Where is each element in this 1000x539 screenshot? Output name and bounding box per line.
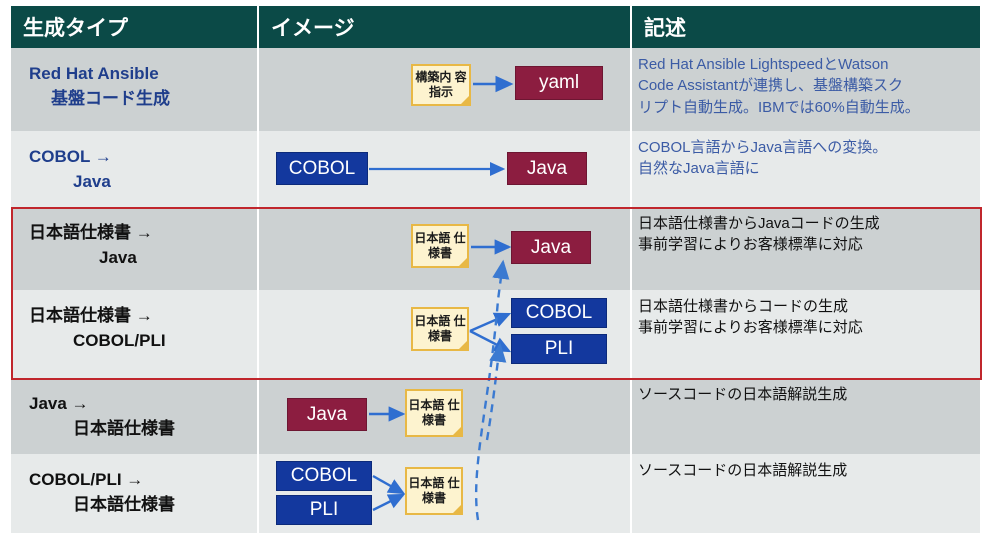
row-desc-cell: ソースコードの日本語解説生成 [632, 454, 980, 533]
box-java: Java [511, 231, 591, 264]
note-icon: 構築内 容指示 [411, 64, 471, 106]
row-type-line1: 日本語仕様書 → [29, 223, 153, 242]
row-desc-text: ソースコードの日本語解説生成 [638, 462, 848, 479]
row-type-label: Java → 日本語仕様書 [29, 392, 175, 441]
box-java: Java [507, 152, 587, 185]
row-type-line1: 日本語仕様書 → [29, 306, 153, 325]
row-type-label: Red Hat Ansible 基盤コード生成 [29, 62, 170, 111]
row-type-cell: COBOL → Java [11, 131, 259, 207]
table-header-row: 生成タイプ イメージ 記述 [11, 6, 980, 48]
row-type-line1: Red Hat Ansible [29, 64, 159, 83]
header-cell-image: イメージ [259, 6, 632, 48]
table-row: COBOL → Java COBOL Java COBOL言語からJava言語へ… [11, 131, 980, 207]
note-icon: 日本語 仕様書 [411, 224, 469, 268]
table-row: Red Hat Ansible 基盤コード生成 構築内 容指示 yaml Red… [11, 48, 980, 131]
box-yaml: yaml [515, 66, 603, 100]
row-desc-text: 日本語仕様書からコードの生成 事前学習によりお客様標準に対応 [638, 298, 863, 337]
box-java: Java [287, 398, 367, 431]
row-desc-text: Red Hat Ansible LightspeedとWatson Code A… [638, 56, 920, 116]
row-desc-cell: Red Hat Ansible LightspeedとWatson Code A… [632, 48, 980, 131]
header-cell-description: 記述 [644, 17, 686, 40]
row-desc-text: 日本語仕様書からJavaコードの生成 事前学習によりお客様標準に対応 [638, 215, 880, 254]
note-icon: 日本語 仕様書 [405, 389, 463, 437]
box-cobol: COBOL [276, 152, 368, 185]
row-type-line2: Java [99, 247, 137, 267]
row-image-cell: COBOL Java [259, 131, 632, 207]
note-icon: 日本語 仕様書 [411, 307, 469, 351]
row-type-line2: 日本語仕様書 [73, 494, 175, 514]
table-row: 日本語仕様書 → COBOL/PLI 日本語 仕様書 COBOL PLI 日本語… [11, 290, 980, 378]
row-type-line2: COBOL/PLI [73, 330, 166, 350]
row-type-cell: Java → 日本語仕様書 [11, 378, 259, 454]
table-row: COBOL/PLI → 日本語仕様書 COBOL PLI 日本語 仕様書 ソース… [11, 454, 980, 533]
row-image-cell: COBOL PLI 日本語 仕様書 [259, 454, 632, 533]
row-desc-text: ソースコードの日本語解説生成 [638, 386, 848, 403]
row-type-label: 日本語仕様書 → Java [29, 221, 153, 270]
row-type-cell: COBOL/PLI → 日本語仕様書 [11, 454, 259, 533]
row-type-line2: 日本語仕様書 [73, 418, 175, 438]
row-type-line2: Java [73, 171, 111, 191]
row-desc-cell: 日本語仕様書からコードの生成 事前学習によりお客様標準に対応 [632, 290, 980, 378]
row-type-label: COBOL → Java [29, 145, 112, 194]
row-desc-cell: COBOL言語からJava言語への変換。 自然なJava言語に [632, 131, 980, 207]
row-type-line2: 基盤コード生成 [51, 88, 170, 108]
row-type-line1: COBOL/PLI → [29, 470, 144, 489]
capability-table: 生成タイプ イメージ 記述 Red Hat Ansible 基盤コード生成 構築… [11, 6, 980, 533]
table-row: Java → 日本語仕様書 Java 日本語 仕様書 ソースコードの日本語解説生… [11, 378, 980, 454]
row-desc-cell: ソースコードの日本語解説生成 [632, 378, 980, 454]
note-icon: 日本語 仕様書 [405, 467, 463, 515]
table-row: 日本語仕様書 → Java 日本語 仕様書 Java 日本語仕様書からJavaコ… [11, 207, 980, 290]
row-type-line1: Java → [29, 394, 89, 413]
row-desc-cell: 日本語仕様書からJavaコードの生成 事前学習によりお客様標準に対応 [632, 207, 980, 290]
row-image-cell: 日本語 仕様書 COBOL PLI [259, 290, 632, 378]
row-type-label: COBOL/PLI → 日本語仕様書 [29, 468, 175, 517]
header-cell-type: 生成タイプ [11, 6, 259, 48]
row-type-line1: COBOL → [29, 147, 112, 166]
row-image-cell: 日本語 仕様書 Java [259, 207, 632, 290]
row-type-cell: 日本語仕様書 → Java [11, 207, 259, 290]
box-pli: PLI [276, 495, 372, 525]
box-cobol: COBOL [511, 298, 607, 328]
row-image-cell: 構築内 容指示 yaml [259, 48, 632, 131]
row-desc-text: COBOL言語からJava言語への変換。 自然なJava言語に [638, 139, 888, 178]
row-type-cell: 日本語仕様書 → COBOL/PLI [11, 290, 259, 378]
box-cobol: COBOL [276, 461, 372, 491]
row-image-cell: Java 日本語 仕様書 [259, 378, 632, 454]
box-pli: PLI [511, 334, 607, 364]
row-type-cell: Red Hat Ansible 基盤コード生成 [11, 48, 259, 131]
row-type-label: 日本語仕様書 → COBOL/PLI [29, 304, 166, 353]
